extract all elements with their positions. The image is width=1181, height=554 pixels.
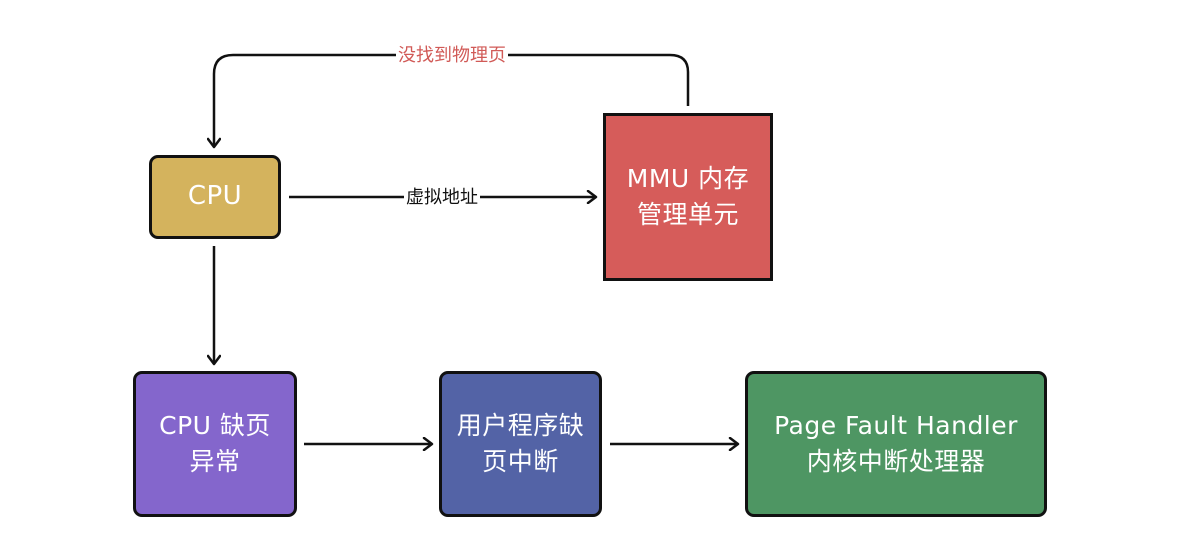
node-mmu: MMU 内存 管理单元 xyxy=(603,113,773,281)
edge-label-no-physical-page: 没找到物理页 xyxy=(396,44,508,68)
node-cpu: CPU xyxy=(149,155,281,239)
node-cpu-page-fault: CPU 缺页 异常 xyxy=(133,371,297,517)
node-mmu-label: MMU 内存 管理单元 xyxy=(626,163,750,229)
node-user-page-fault-interrupt-label: 用户程序缺 页中断 xyxy=(456,410,585,476)
node-page-fault-handler: Page Fault Handler 内核中断处理器 xyxy=(745,371,1047,517)
node-cpu-label: CPU xyxy=(187,181,243,212)
node-page-fault-handler-label: Page Fault Handler 内核中断处理器 xyxy=(774,410,1018,476)
edge-label-virtual-address: 虚拟地址 xyxy=(404,186,480,210)
node-cpu-page-fault-label: CPU 缺页 异常 xyxy=(159,410,271,476)
node-user-page-fault-interrupt: 用户程序缺 页中断 xyxy=(439,371,602,517)
